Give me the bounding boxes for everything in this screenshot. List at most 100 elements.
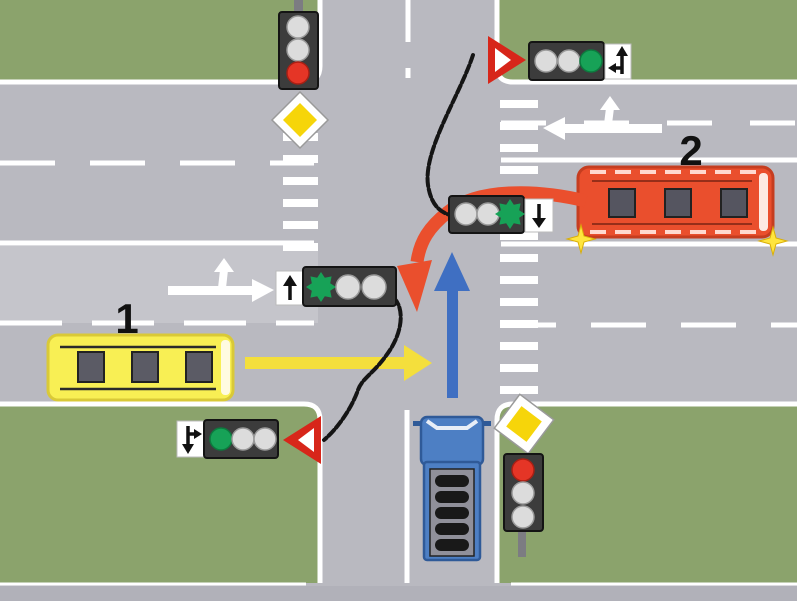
plate-straight-or-left xyxy=(604,43,632,80)
red-bus xyxy=(565,165,789,257)
truck-slat xyxy=(435,475,469,487)
traffic-light-top-right xyxy=(528,41,632,81)
lamp-off xyxy=(361,274,387,300)
lamp-off xyxy=(286,38,310,62)
truck-slat xyxy=(435,507,469,519)
light-pole xyxy=(294,0,303,14)
vehicle-label-2: 2 xyxy=(679,127,702,174)
guide-dash xyxy=(500,386,538,394)
arrow-head xyxy=(434,252,470,291)
lamp-green xyxy=(579,49,603,73)
traffic-light-center-right xyxy=(448,195,554,234)
vehicle-label-1: 1 xyxy=(115,295,138,342)
lamp-off xyxy=(454,202,478,226)
plate-bg xyxy=(176,420,205,458)
guide-dash xyxy=(283,221,318,229)
yield-triangle-inner xyxy=(495,48,511,72)
traffic-light-bottom-right xyxy=(503,453,544,557)
down-arrow-icon xyxy=(532,204,546,228)
guide-dash xyxy=(500,232,538,240)
bus-windshield-front xyxy=(221,340,230,395)
guide-dash xyxy=(500,144,538,152)
guide-dash xyxy=(500,276,538,284)
guide-dash xyxy=(500,364,538,372)
arrow-head xyxy=(404,345,432,381)
guide-dash xyxy=(500,320,538,328)
grass-bottom-right xyxy=(497,404,797,583)
yellow-bus xyxy=(46,333,235,402)
diamond-inner xyxy=(283,103,317,137)
arrow-shaft xyxy=(565,124,662,133)
light-pole xyxy=(518,530,526,557)
arrow-shaft xyxy=(245,357,406,369)
bus-window xyxy=(185,351,213,383)
bus-window xyxy=(77,351,105,383)
plate-bg xyxy=(604,43,632,80)
bus-window xyxy=(608,188,636,218)
lamp-green-flashing xyxy=(306,272,336,302)
guide-dash xyxy=(283,243,318,251)
up-arrow-icon xyxy=(283,275,297,300)
truck-slat xyxy=(435,523,469,535)
traffic-light-bottom-left xyxy=(176,419,279,459)
guide-dash xyxy=(500,254,538,262)
truck-mirror-left xyxy=(413,421,421,426)
truck-slat xyxy=(435,491,469,503)
lane-arrow-marking-east xyxy=(168,258,274,302)
lane-arrow-marking-west xyxy=(543,96,662,140)
guide-dash xyxy=(500,122,538,130)
guide-dash xyxy=(283,177,318,185)
plate-straight-or-right xyxy=(176,420,205,458)
left-blinker-front-icon xyxy=(565,223,597,255)
lamp-off xyxy=(511,505,535,529)
bus-window xyxy=(720,188,748,218)
grass-top-left xyxy=(0,0,320,82)
guide-dash xyxy=(283,199,318,207)
arrow-branch xyxy=(218,270,228,288)
guide-dash xyxy=(283,155,318,163)
arrow-head xyxy=(397,260,432,312)
diamond-inner xyxy=(506,406,542,442)
trajectory-arrow-blue xyxy=(434,252,470,398)
priority-road-sign-top-left xyxy=(270,90,330,150)
bottom-sidewalk-strip xyxy=(0,586,797,601)
arrow-shaft xyxy=(168,286,252,295)
lamp-off xyxy=(253,427,277,451)
lamp-off xyxy=(534,49,558,73)
signal-wire-top xyxy=(425,53,475,217)
truck-mirror-right xyxy=(483,421,491,426)
arrow-branch xyxy=(604,108,614,124)
lamp-off xyxy=(286,15,310,39)
straight-or-right-arrow-icon xyxy=(182,426,202,454)
bus-window xyxy=(131,351,159,383)
guide-dash xyxy=(500,166,538,174)
bus-windshield-rear xyxy=(759,173,768,231)
lamp-red xyxy=(286,61,310,85)
arrow-head-up xyxy=(214,258,234,272)
blue-truck xyxy=(413,415,491,562)
arrow-head-right xyxy=(252,279,274,302)
signal-wire-bottom xyxy=(322,296,403,442)
arrow-shaft xyxy=(447,286,458,398)
truck-windshield xyxy=(425,419,479,430)
arrow-head-left xyxy=(543,117,565,140)
guide-dash xyxy=(500,298,538,306)
trajectory-arrow-yellow xyxy=(245,345,432,381)
yield-sign-top-right xyxy=(488,36,526,84)
guide-dash xyxy=(500,100,538,108)
lamp-green-flashing xyxy=(495,199,525,229)
truck-slat xyxy=(435,539,469,551)
plate-down-arrow xyxy=(524,198,554,233)
plate-up-arrow xyxy=(275,270,304,306)
lane-lines xyxy=(0,0,797,583)
traffic-light-center-left xyxy=(275,266,397,307)
lamp-off xyxy=(557,49,581,73)
straight-or-left-arrow-icon xyxy=(608,46,628,74)
yield-triangle-inner xyxy=(298,428,314,452)
left-blinker-rear-icon xyxy=(757,225,789,257)
lamp-green xyxy=(209,427,233,451)
yield-sign-bottom-left xyxy=(283,416,321,464)
lamp-off xyxy=(231,427,255,451)
